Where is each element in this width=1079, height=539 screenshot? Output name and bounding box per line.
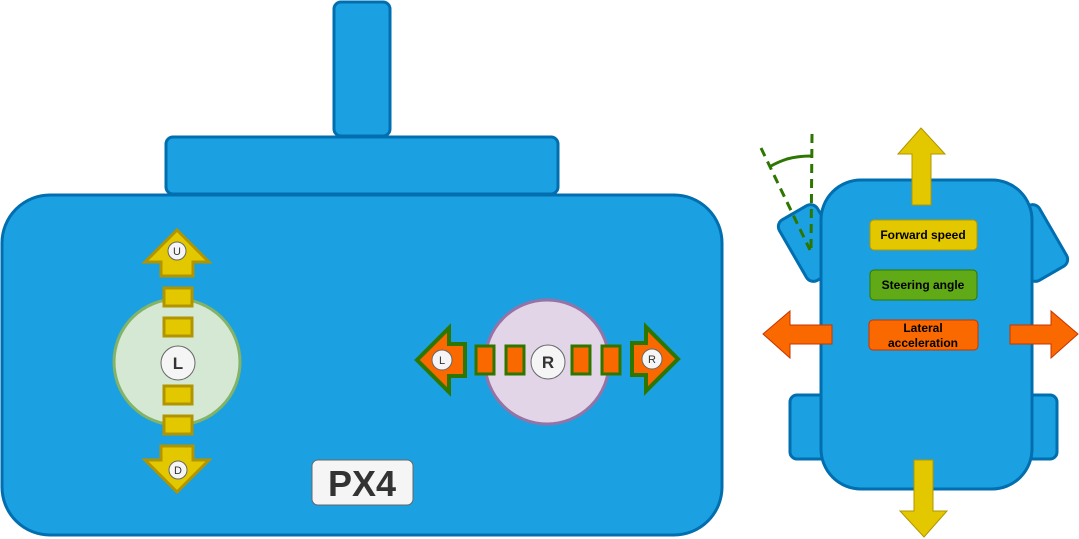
steering-wheel-direction-line [759,147,812,251]
left-stick-badge [160,345,196,381]
px4-badge [311,459,414,506]
px4-label: PX4 [328,463,396,504]
steer-right-label: R [648,354,656,366]
forward-arrow-icon [896,127,947,206]
up-badge [167,241,187,261]
throttle-block [162,316,194,338]
left-badge [431,349,453,371]
down-label: D [174,465,182,477]
backward-arrow-icon [898,459,949,538]
forward-speed-badge [869,219,978,251]
vehicle: Forward speed Steering angle Lateral acc… [759,127,1079,538]
forward-speed-label: Forward speed [880,228,965,242]
lateral-acceleration-label-line2: acceleration [888,336,958,350]
down-badge [168,460,188,480]
right-stick-label: R [542,353,554,372]
throttle-block [162,286,194,308]
lateral-acceleration-label-line1: Lateral [903,321,942,335]
up-label: U [173,246,181,258]
throttle-block [162,414,194,436]
right-stick-group: L R R [414,298,681,426]
lateral-acceleration-badge [868,319,979,351]
lateral-left-arrow-icon [762,309,833,360]
right-stick-badge [530,344,566,380]
steering-angle-badge [869,269,978,301]
steer-block [504,344,526,376]
left-stick-group: U L D [112,227,242,495]
left-stick-label: L [173,354,183,373]
lateral-right-arrow-icon [1009,309,1079,360]
steering-reference-line [809,133,814,251]
steering-angle-arc [770,154,812,168]
throttle-block [162,384,194,406]
right-badge [641,348,663,370]
steer-left-label: L [439,355,445,367]
steer-block [570,344,592,376]
steering-angle-label: Steering angle [882,278,965,292]
controller-top-handle [164,135,560,196]
controller-antenna [332,0,392,138]
steer-block [474,344,496,376]
steer-block [600,344,622,376]
rc-controller: U L D L R [0,0,724,537]
